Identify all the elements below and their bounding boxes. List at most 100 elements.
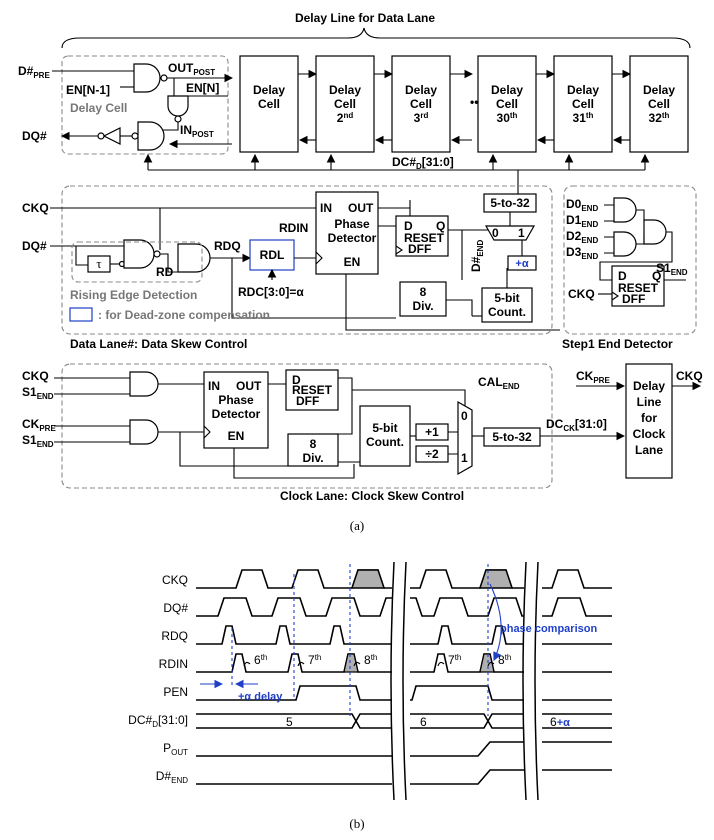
wave-ckq (196, 569, 612, 589)
dff-step1 (611, 265, 665, 307)
svg-text:Detector: Detector (212, 407, 261, 421)
mux-clock (457, 400, 473, 476)
ckq-input-label: CKQ (22, 201, 49, 215)
svg-text:RDL: RDL (260, 248, 285, 262)
data-lane-caption: Data Lane#: Data Skew Control (70, 337, 247, 351)
delay-cell-31: Delay Cell 31th (553, 55, 613, 153)
counter-data (481, 287, 533, 323)
svg-text:Delay: Delay (633, 379, 665, 393)
svg-text:DFF: DFF (408, 242, 431, 256)
rising-edge-label: Rising Edge Detection (70, 288, 197, 302)
sig-rdin: RDIN (159, 657, 188, 671)
svg-text:1: 1 (461, 451, 468, 465)
legend-swatch (69, 307, 93, 322)
data-lane-box (61, 185, 553, 335)
ckq-step1-label: CKQ (568, 287, 595, 301)
svg-text:IN: IN (320, 201, 332, 215)
ckq-shade-1 (351, 569, 385, 589)
d3-end-label: D3END (566, 245, 598, 261)
svg-text:Div.: Div. (412, 299, 433, 313)
timing-diagram: CKQ DQ# RDQ RDIN PEN DC#D[31:0] POUT D#E… (128, 561, 612, 801)
svg-text:EN: EN (344, 255, 361, 269)
dff-clock (285, 369, 339, 411)
break-mark-1a (390, 561, 395, 801)
delay-cell-detail-box (61, 55, 229, 155)
alpha-delay-label: +α delay (238, 691, 283, 703)
output-buffer (102, 127, 121, 145)
svg-text:0: 0 (492, 226, 499, 240)
svg-text:Phase: Phase (334, 217, 370, 231)
ckpre-out-label: CKPRE (576, 369, 610, 385)
svg-text:RESET: RESET (404, 231, 445, 245)
dc-value-6a: 6+α (550, 715, 570, 729)
nand-gate-1 (133, 63, 161, 93)
delay-cell-32: Delay Cell 32th (629, 55, 689, 153)
wave-dq (196, 597, 612, 617)
sig-dq: DQ# (163, 601, 188, 615)
svg-text:DFF: DFF (622, 292, 645, 306)
svg-text:RESET: RESET (618, 281, 659, 295)
rdq-label: RDQ (214, 239, 241, 253)
wave-pen (196, 685, 612, 701)
step1-end-detector: D0END D1END D2END D3END D Q RESET DFF S1… (562, 185, 697, 351)
svg-text:D: D (292, 373, 301, 387)
out-post-label: OUTPOST (168, 61, 215, 77)
svg-text:Cell: Cell (496, 97, 518, 111)
svg-text:Phase: Phase (218, 393, 254, 407)
delay-cell-3: Delay Cell 3rd (391, 55, 451, 153)
delay-cell-2: Delay Cell 2nd (315, 55, 375, 153)
d2-end-label: D2END (566, 229, 598, 245)
figure-label-b: (b) (349, 816, 364, 831)
svg-text:Delay: Delay (567, 83, 599, 97)
delay-cell-1: Delay Cell (239, 55, 299, 153)
tick-8th-a: 8th (364, 653, 377, 667)
ckpre-clk-label: CKPRE (22, 417, 56, 433)
legend-label: : for Dead-zone compensation (98, 308, 270, 322)
svg-text:0: 0 (461, 409, 468, 423)
rd-label: RD (156, 265, 174, 279)
step1-caption: Step1 End Detector (562, 337, 673, 351)
tick-7th-a: 7th (308, 653, 321, 667)
svg-text:Detector: Detector (328, 231, 377, 245)
svg-text:5-bit: 5-bit (372, 421, 397, 435)
wave-dend (196, 769, 612, 785)
svg-text:1: 1 (518, 226, 525, 240)
mux-data (484, 225, 536, 241)
wave-rdq (196, 625, 612, 645)
svg-text:D: D (404, 219, 413, 233)
sig-ckq: CKQ (162, 573, 188, 587)
s1end-clk-b: S1END (22, 433, 54, 449)
nand-gate-3 (137, 121, 165, 151)
d-pre-label: D#PRE (18, 64, 50, 80)
phase-detector-data (315, 191, 379, 275)
svg-text:Count.: Count. (366, 435, 404, 449)
svg-text:EN: EN (228, 429, 245, 443)
rising-edge-box (71, 241, 203, 283)
decoder-data (483, 193, 537, 213)
in-post-label: INPOST (180, 123, 214, 139)
div8-data (399, 281, 447, 317)
s1-end-out: S1END (656, 261, 688, 277)
rdc-label: RDC[3:0]=α (238, 285, 304, 299)
svg-text:Cell: Cell (258, 97, 280, 111)
ckq-clk-label: CKQ (22, 369, 49, 383)
tick-7th-b: 7th (448, 653, 461, 667)
svg-text:Delay: Delay (329, 83, 361, 97)
step1-box (563, 185, 697, 335)
svg-text:RESET: RESET (292, 383, 333, 397)
dq-input-label: DQ# (22, 239, 47, 253)
wave-pout (196, 741, 612, 757)
sig-pout: POUT (163, 741, 188, 757)
svg-text:Delay: Delay (643, 83, 675, 97)
svg-text:Delay: Delay (405, 83, 437, 97)
svg-text:D: D (618, 269, 627, 283)
dc-value-5: 5 (286, 715, 293, 729)
edge-nand (123, 239, 155, 269)
svg-text:Div.: Div. (302, 451, 323, 465)
svg-text:Lane: Lane (635, 443, 663, 457)
svg-text:+1: +1 (425, 425, 439, 439)
svg-text:OUT: OUT (348, 201, 374, 215)
svg-text:Cell: Cell (410, 97, 432, 111)
phase-comparison-label: phase comparison (500, 623, 597, 635)
